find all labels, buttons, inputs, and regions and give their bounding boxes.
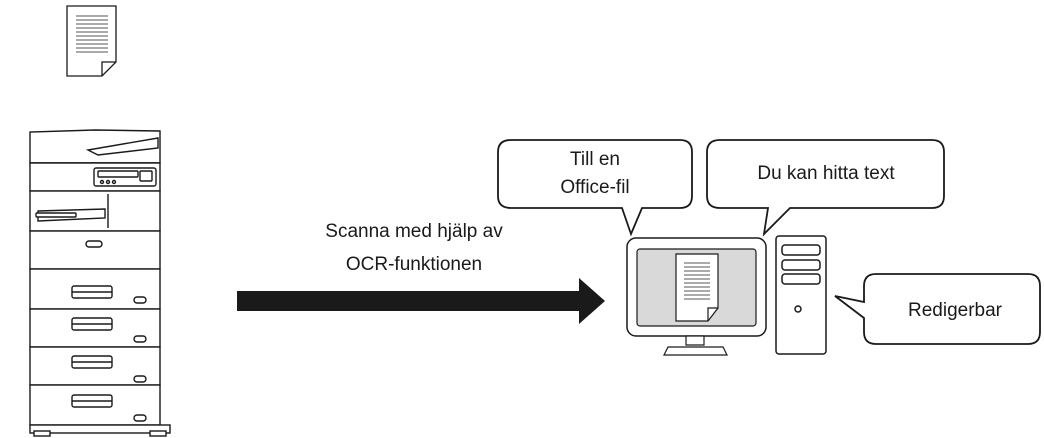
arrow-caption-line2: OCR-funktionen	[346, 254, 482, 275]
bubble-find-text: Du kan hitta text	[757, 163, 895, 184]
bubble-office-line2: Office-fil	[560, 177, 629, 198]
screen-document-icon	[675, 253, 719, 322]
document-icon	[66, 5, 117, 77]
speech-bubble-office-file: Till en Office-fil	[497, 139, 693, 237]
arrow-caption-line1: Scanna med hjälp av	[325, 221, 503, 242]
computer-tower-icon	[775, 235, 827, 355]
arrow-right-icon	[237, 278, 605, 324]
multifunction-printer-icon	[29, 129, 171, 437]
bubble-editable-text: Redigerbar	[908, 300, 1003, 321]
speech-bubble-find-text: Du kan hitta text	[706, 139, 945, 237]
bubble-office-line1: Till en	[570, 149, 620, 170]
speech-bubble-editable: Redigerbar	[834, 273, 1041, 345]
monitor-icon	[626, 237, 767, 356]
